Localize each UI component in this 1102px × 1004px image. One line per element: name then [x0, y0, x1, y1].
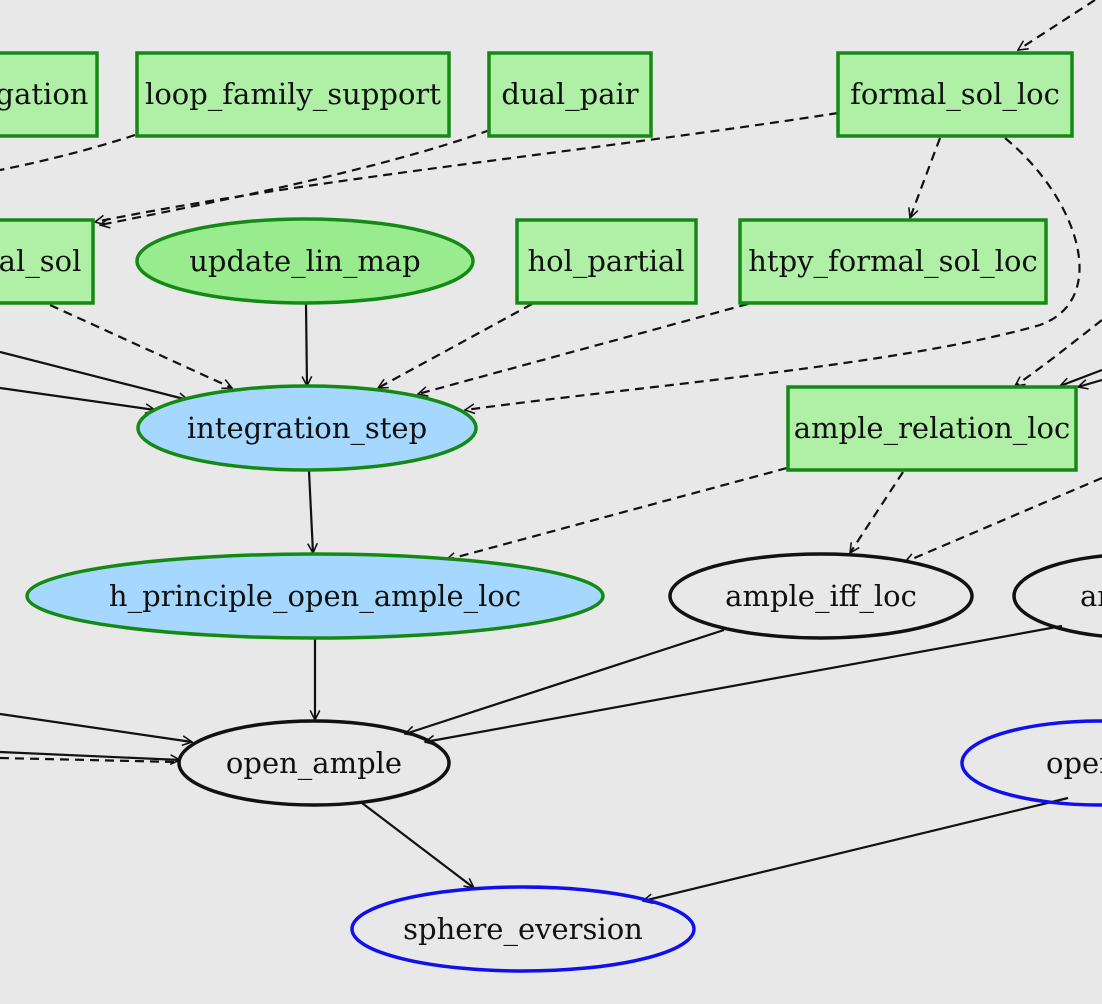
- node-label: ar: [1080, 579, 1102, 613]
- edge-ample-iff-loc-to-open-ample: [405, 628, 725, 734]
- edge-offscreen-to-ample-iff-loc: [905, 476, 1102, 562]
- edge-formal-sol-loc-to-integration-step: [465, 137, 1081, 410]
- edge-ample-relation-loc-to-h-principle: [446, 466, 788, 560]
- edge-ample-to-open-ample: [425, 624, 1063, 742]
- node-label: h_principle_open_ample_loc: [109, 579, 521, 614]
- edge-formal-sol-to-integration-step: [49, 303, 232, 388]
- node-label: htpy_formal_sol_loc: [748, 244, 1038, 279]
- edge-offscreen-to-open-ample-1: [0, 712, 192, 742]
- edge-ample-relation-loc-to-ample-iff-loc: [850, 471, 904, 553]
- node-dual-pair[interactable]: dual_pair: [487, 51, 653, 138]
- node-sphere-eversion[interactable]: sphere_eversion: [350, 885, 696, 973]
- node-label: loop_family_support: [145, 77, 441, 112]
- node-loop-family-support[interactable]: loop_family_support: [135, 51, 451, 138]
- node-label: integration_step: [187, 411, 427, 446]
- node-integration-partial[interactable]: gation: [0, 51, 99, 138]
- edge-dual-pair-to-formal-sol: [100, 128, 491, 225]
- edge-offscreen-to-formal-sol-loc: [1018, 0, 1096, 50]
- node-label: hol_partial: [527, 244, 684, 279]
- edge-update-lin-map-to-integration-step: [306, 303, 307, 386]
- edge-loop-family-support-offscreen: [0, 133, 136, 172]
- node-update-lin-map[interactable]: update_lin_map: [135, 217, 475, 305]
- edge-htpy-formal-sol-loc-to-integration-step: [418, 302, 749, 394]
- edge-open-to-sphere-eversion: [643, 796, 1069, 901]
- node-label: ample_relation_loc: [794, 411, 1070, 446]
- node-formal-sol-loc[interactable]: formal_sol_loc: [836, 51, 1074, 138]
- edge-open-ample-to-sphere-eversion: [361, 802, 474, 888]
- edge-hol-partial-to-integration-step: [378, 303, 533, 389]
- edge-offscreen-to-ample-relation-loc-1: [1060, 368, 1102, 386]
- node-open-partial[interactable]: oper: [960, 719, 1102, 807]
- edge-formal-sol-loc-to-formal-sol: [95, 111, 839, 222]
- node-label: ample_iff_loc: [725, 579, 917, 614]
- node-label: formal_sol_loc: [850, 77, 1060, 112]
- node-label: sphere_eversion: [403, 912, 643, 947]
- node-integration-step[interactable]: integration_step: [136, 384, 478, 472]
- node-h-principle-open-ample-loc[interactable]: h_principle_open_ample_loc: [25, 552, 605, 640]
- edge-integration-step-to-h-principle: [309, 470, 313, 553]
- node-label: open_ample: [226, 746, 402, 781]
- node-label: update_lin_map: [189, 244, 421, 279]
- node-hol-partial[interactable]: hol_partial: [515, 218, 698, 305]
- node-ample-relation-loc[interactable]: ample_relation_loc: [786, 385, 1078, 472]
- edge-formal-sol-loc-to-ample-relation-loc: [1015, 319, 1102, 386]
- edge-formal-sol-loc-to-htpy-formal-sol-loc: [910, 137, 942, 218]
- edges: [0, 0, 1102, 901]
- node-label: gation: [0, 77, 88, 111]
- node-open-ample[interactable]: open_ample: [177, 719, 451, 807]
- edge-offscreen-to-open-ample-2: [0, 750, 180, 760]
- node-label: dual_pair: [501, 77, 638, 112]
- node-ample-partial[interactable]: ar: [1012, 554, 1102, 638]
- node-ample-iff-loc[interactable]: ample_iff_loc: [668, 552, 974, 640]
- edge-offscreen-to-ample-relation-loc-2: [1078, 378, 1102, 387]
- node-formal-sol[interactable]: al_sol: [0, 218, 95, 305]
- node-label: al_sol: [0, 244, 81, 279]
- edge-offscreen-to-integration-step-1: [0, 350, 188, 400]
- edge-offscreen-to-integration-step-2: [0, 386, 155, 410]
- node-htpy-formal-sol-loc[interactable]: htpy_formal_sol_loc: [738, 218, 1048, 305]
- node-label: oper: [1046, 746, 1102, 780]
